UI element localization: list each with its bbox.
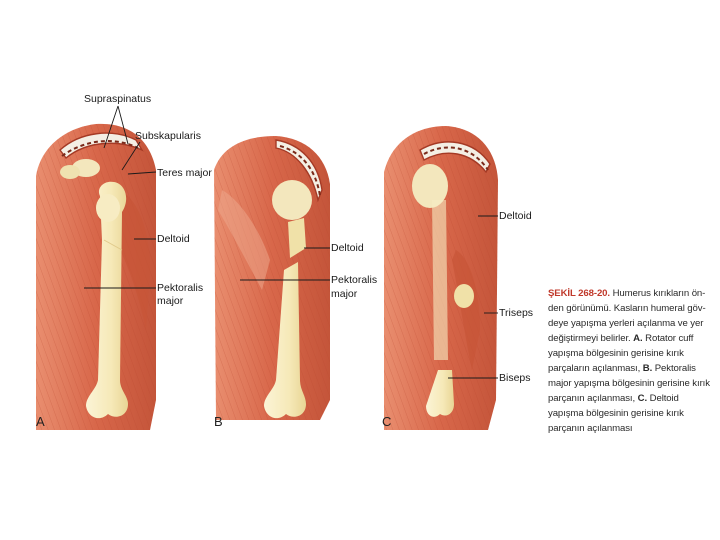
label-subscapularis: Subskapularis [135,130,201,142]
label-deltoid-a: Deltoid [157,233,190,245]
label-supraspinatus: Supraspinatus [84,93,151,105]
label-deltoid-c: Deltoid [499,210,532,222]
caption-heading: ŞEKİL 268-20. [548,288,610,299]
label-pectoralis-a-2: major [157,295,184,307]
label-teres-major: Teres major [157,167,212,179]
figure-caption: ŞEKİL 268-20. Humerus kırıkların ön­den … [548,286,714,436]
panel-a-letter: A [36,414,45,429]
caption-b-marker: B. [643,363,652,374]
label-pectoralis-a-1: Pektoralis [157,282,203,294]
label-pectoralis-b-1: Pektoralis [331,274,377,286]
panel-c-letter: C [382,414,391,429]
panel-c: C Deltoid Triseps Biseps [382,126,533,430]
panel-b-letter: B [214,414,223,429]
caption-a-marker: A. [633,333,642,344]
label-pectoralis-b-2: major [331,288,358,300]
caption-c-marker: C. [638,393,647,404]
label-biceps: Biseps [499,372,531,384]
label-deltoid-b: Deltoid [331,242,364,254]
panel-b: B Deltoid Pektoralis major [214,136,377,429]
label-triceps: Triseps [499,307,533,319]
panel-a: A Supraspinatus Subskapularis Teres majo… [36,93,212,430]
